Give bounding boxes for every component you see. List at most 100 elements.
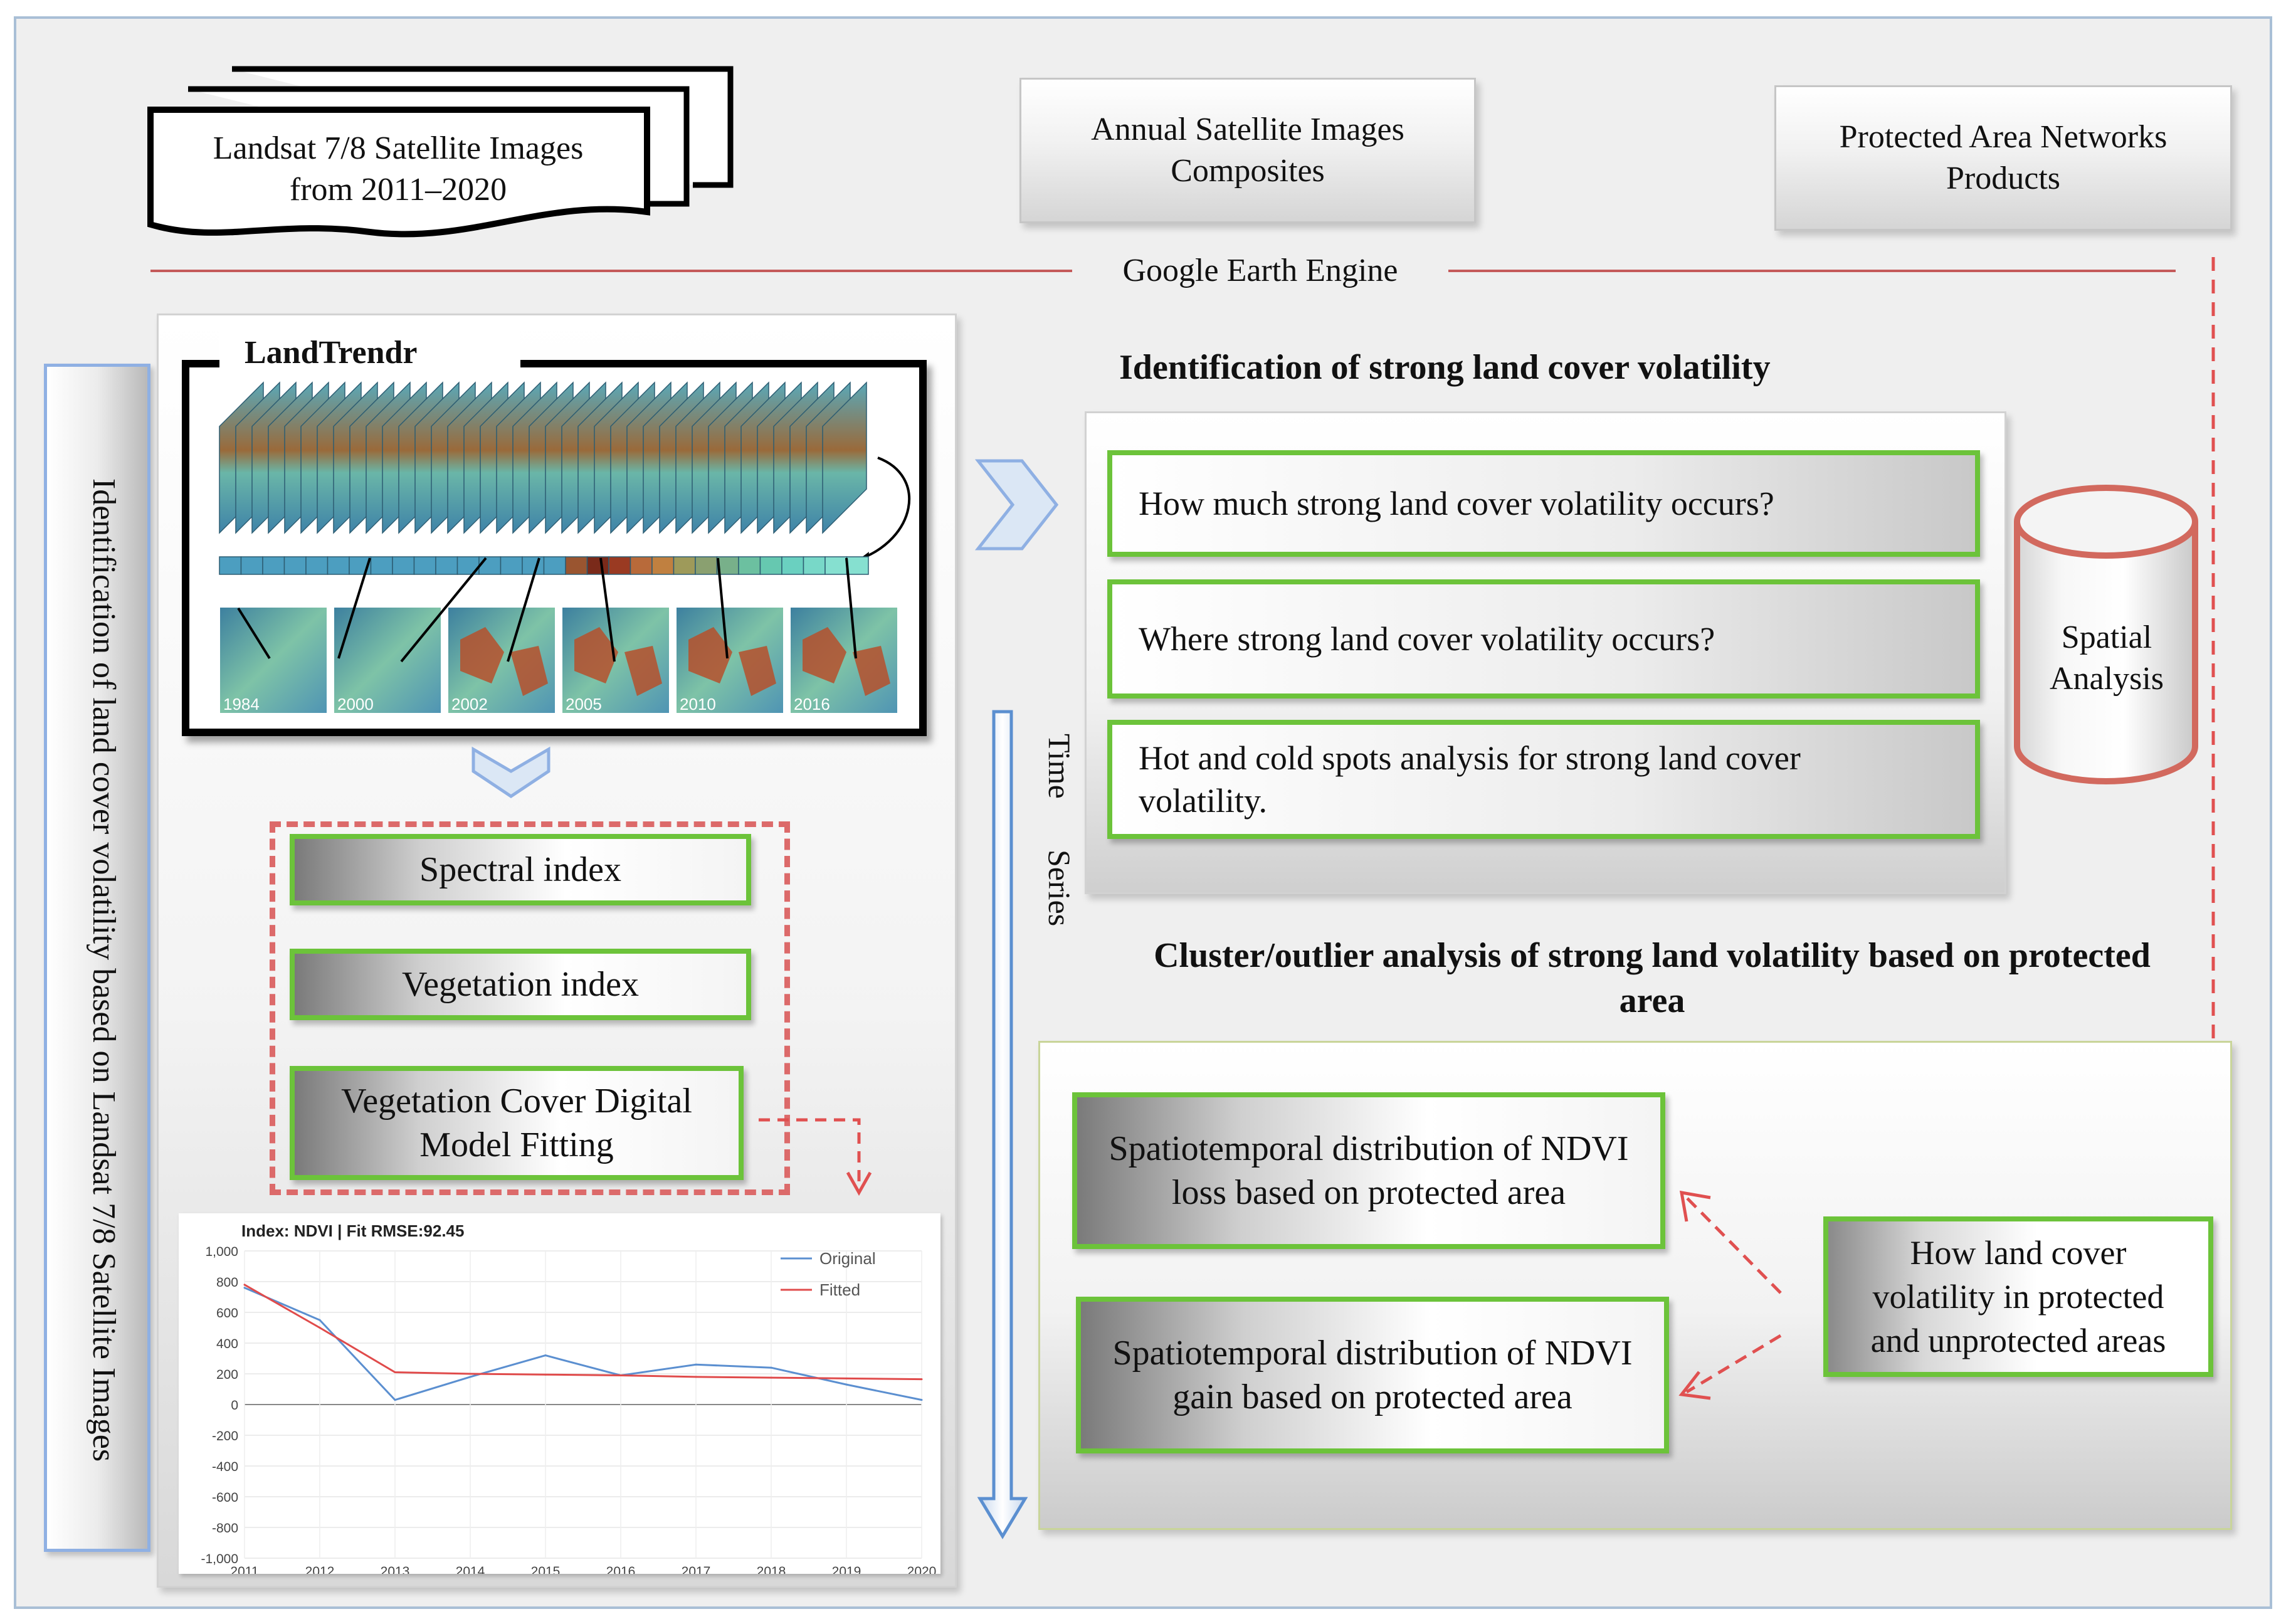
composites-line2: Composites	[1171, 153, 1325, 189]
gee-divider-left	[150, 270, 1072, 272]
year-label: 2010	[680, 695, 716, 714]
timeline-cell	[629, 556, 653, 575]
model-to-chart-arrow	[759, 1118, 872, 1196]
legend-label: Fitted	[819, 1280, 860, 1299]
down-chevron-icon	[471, 746, 550, 799]
image-slab	[822, 381, 867, 534]
timeline-cell	[695, 556, 718, 575]
timeline-cell	[522, 556, 545, 575]
how-line3: and unprotected areas	[1870, 1322, 2166, 1359]
disturbance-patch	[460, 627, 548, 696]
series-label: Series	[1042, 850, 1077, 927]
timeline-cell	[586, 556, 609, 575]
spatial-analysis-cylinder	[2014, 485, 2198, 784]
year-label: 1984	[223, 695, 260, 714]
series-point	[469, 1376, 471, 1378]
timeline-cell	[435, 556, 458, 575]
series-point	[619, 1374, 622, 1376]
year-label: 2002	[451, 695, 488, 714]
series-point	[319, 1319, 321, 1321]
timeline-cell	[500, 556, 523, 575]
year-tile	[333, 606, 442, 714]
how-line1: How land cover	[1910, 1234, 2127, 1272]
y-tick-label: -1,000	[201, 1552, 238, 1566]
x-tick-label: 2014	[456, 1564, 485, 1574]
y-tick-label: 600	[216, 1306, 238, 1321]
timeline-cell	[651, 556, 675, 575]
how-line2: volatility in protected	[1872, 1278, 2164, 1316]
series-point	[920, 1378, 923, 1381]
composites-box: Annual Satellite Images Composites	[1019, 78, 1476, 223]
timeline-cell	[608, 556, 631, 575]
cluster-title-line1: Cluster/outlier analysis of strong land …	[1154, 936, 2151, 975]
series-point	[243, 1287, 246, 1289]
timeline-cell	[240, 556, 263, 575]
model-fitting-box: Vegetation Cover Digital Model Fitting	[290, 1066, 744, 1180]
right-chevron-icon	[975, 459, 1059, 551]
identification-title: Identification of strong land cover vola…	[1119, 348, 1771, 387]
x-tick-label: 2011	[230, 1564, 258, 1574]
gain-line2: gain based on protected area	[1172, 1378, 1572, 1416]
timeline-cell	[478, 556, 502, 575]
landsat-label-line2: from 2011–2020	[289, 172, 507, 208]
spatial-line2: Analysis	[2050, 661, 2164, 697]
legend-label: Original	[819, 1249, 876, 1268]
year-label: 2016	[794, 695, 830, 714]
series-point	[770, 1366, 772, 1369]
x-tick-label: 2016	[606, 1564, 636, 1574]
timeline-cell	[543, 556, 566, 575]
gee-label: Google Earth Engine	[1122, 253, 1398, 288]
timeline-cell	[305, 556, 329, 575]
side-label-box	[44, 364, 150, 1552]
timeline-cell	[392, 556, 415, 575]
timeline-cell	[759, 556, 782, 575]
series-point	[920, 1399, 923, 1401]
x-tick-label: 2012	[305, 1564, 335, 1574]
timeline-cell	[219, 556, 242, 575]
time-label: Time	[1042, 734, 1077, 799]
timeline-cell	[803, 556, 826, 575]
cluster-title: Cluster/outlier analysis of strong land …	[1103, 928, 2201, 1028]
year-label: 2005	[566, 695, 602, 714]
disturbance-patch	[574, 627, 662, 696]
timeline-cell	[283, 556, 307, 575]
timeline-cell	[716, 556, 739, 575]
ndvi-loss-box: Spatiotemporal distribution of NDVI loss…	[1072, 1092, 1665, 1249]
timeline-cell	[738, 556, 761, 575]
series-line-original	[244, 1287, 922, 1401]
spatial-line1: Spatial	[2061, 620, 2152, 655]
spatial-analysis-label: Spatial Analysis	[2016, 614, 2198, 702]
x-tick-label: 2018	[757, 1564, 786, 1574]
how-volatility-box: How land cover volatility in protected a…	[1823, 1216, 2213, 1377]
question-hot-cold: Hot and cold spots analysis for strong l…	[1107, 720, 1980, 839]
loss-line2: loss based on protected area	[1171, 1173, 1566, 1212]
series-point	[319, 1327, 321, 1329]
time-series-arrow	[977, 710, 1028, 1539]
ndvi-gain-box: Spatiotemporal distribution of NDVI gain…	[1076, 1297, 1669, 1453]
spectral-index-box: Spectral index	[290, 834, 751, 905]
disturbance-patch	[803, 627, 890, 696]
series-point	[695, 1363, 697, 1366]
composites-line1: Annual Satellite Images	[1091, 112, 1404, 147]
series-point	[845, 1377, 848, 1379]
how-to-loss-gain-arrows	[1678, 1190, 1782, 1400]
question-hot-cold-line1: Hot and cold spots analysis for strong l…	[1139, 739, 1801, 777]
timeline-cell	[781, 556, 804, 575]
series-point	[770, 1376, 772, 1379]
series-point	[394, 1371, 396, 1374]
year-tile	[219, 606, 328, 714]
x-tick-label: 2015	[531, 1564, 561, 1574]
y-tick-label: -400	[212, 1460, 238, 1474]
x-tick-label: 2019	[832, 1564, 861, 1574]
chart-title: Index: NDVI | Fit RMSE:92.45	[241, 1221, 464, 1240]
y-tick-label: 1,000	[205, 1245, 238, 1259]
x-tick-label: 2013	[381, 1564, 410, 1574]
protected-line1: Protected Area Networks	[1839, 119, 2167, 155]
series-line-fitted	[244, 1284, 922, 1381]
series-point	[695, 1376, 697, 1378]
y-tick-label: -200	[212, 1429, 238, 1443]
timeline-cell	[262, 556, 285, 575]
series-point	[243, 1284, 246, 1286]
x-tick-label: 2020	[907, 1564, 937, 1574]
